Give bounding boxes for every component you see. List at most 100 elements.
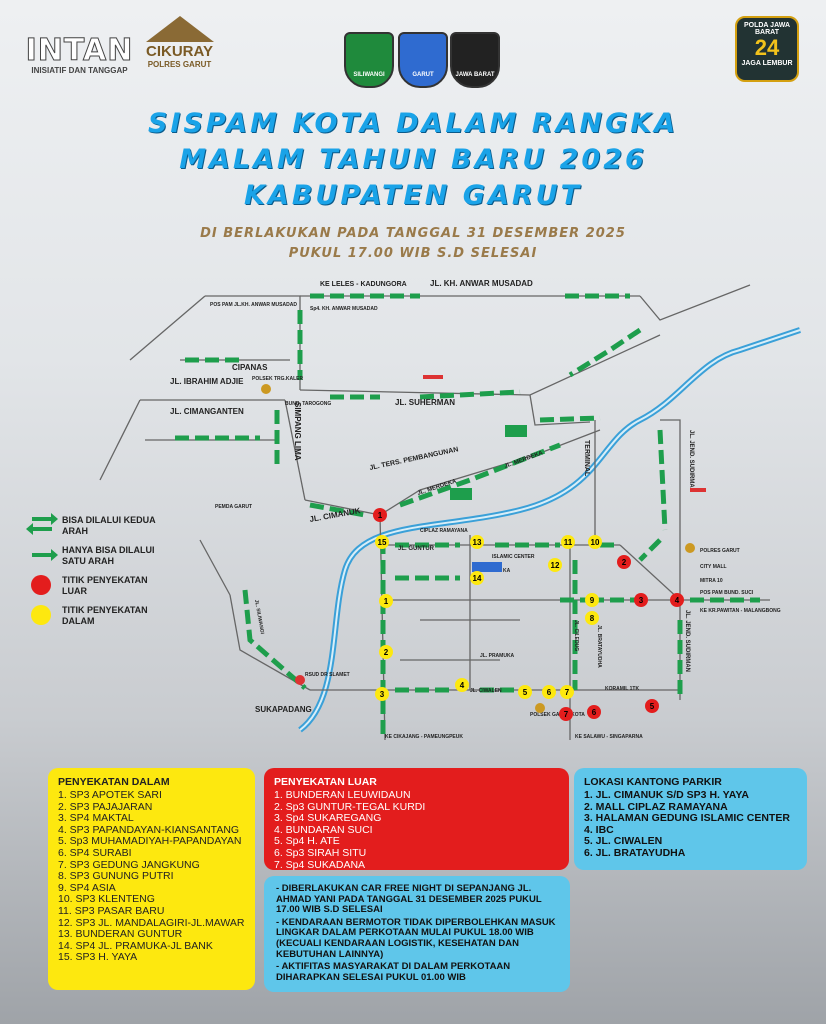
map-label-suherman: JL. SUHERMAN bbox=[395, 398, 455, 407]
map-label-ciplaz: CIPLAZ RAMAYANA bbox=[420, 528, 468, 534]
legend-one-way: HANYA BISA DILALUI SATU ARAH bbox=[28, 545, 208, 567]
map-label-polres: POLRES GARUT bbox=[700, 548, 740, 554]
luar-item: 6. Sp3 SIRAH SITU bbox=[274, 846, 367, 859]
inner-checkpoint-label: 13 bbox=[473, 538, 482, 547]
outer-checkpoint-label: 7 bbox=[564, 710, 569, 719]
polres-icon bbox=[685, 543, 695, 553]
map-label-sp4-anwar: Sp4. KH. ANWAR MUSADAD bbox=[310, 306, 378, 312]
map-label-simpang-lima: SIMPANG LIMA bbox=[293, 402, 302, 461]
traffic-routes bbox=[175, 293, 760, 735]
yellow-dot-icon bbox=[31, 605, 51, 625]
panel-notes: - DIBERLAKUKAN CAR FREE NIGHT DI SEPANJA… bbox=[264, 876, 570, 992]
cikuray-name: CIKURAY bbox=[146, 43, 213, 60]
jaga-lembur-top: POLDA JAWA BARAT bbox=[743, 22, 791, 36]
map-label-rsud: RSUD DR SLAMET bbox=[305, 672, 350, 678]
outer-checkpoint-1 bbox=[373, 508, 387, 522]
map-legend: BISA DILALUI KEDUA ARAH HANYA BISA DILAL… bbox=[26, 513, 208, 635]
legend-text-one-way: HANYA BISA DILALUI SATU ARAH bbox=[62, 545, 155, 566]
outer-checkpoint-5 bbox=[645, 699, 659, 713]
inner-checkpoint-9 bbox=[585, 593, 599, 607]
map-label-ke-cikajang: KE CIKAJANG - PAMEUNGPEUK bbox=[385, 734, 463, 740]
parkir-item: 1. JL. CIMANUK S/D SP3 H. YAYA bbox=[584, 789, 749, 801]
intan-tagline: INISIATIF DAN TANGGAP bbox=[31, 66, 128, 75]
outer-checkpoint-6 bbox=[587, 705, 601, 719]
inner-checkpoint-label: 3 bbox=[380, 690, 385, 699]
map-label-polsek-tarogong: POLSEK TRG.KALER bbox=[252, 376, 304, 382]
outer-checkpoint-4 bbox=[670, 593, 684, 607]
dalam-item: 11. SP3 PASAR BARU bbox=[58, 904, 165, 917]
map-label-islamic-center: ISLAMIC CENTER bbox=[492, 554, 535, 560]
note-item: - AKTIFITAS MASYARAKAT DI DALAM PERKOTAA… bbox=[276, 961, 511, 983]
legend-text-inner: TITIK PENYEKATAN DALAM bbox=[62, 605, 148, 626]
panel-dalam-title: PENYEKATAN DALAM bbox=[58, 776, 170, 788]
luar-item: 5. Sp4 H. ATE bbox=[274, 835, 340, 848]
inner-checkpoint-label: 11 bbox=[564, 538, 573, 547]
inner-checkpoint-10 bbox=[588, 535, 602, 549]
map-label-pos-pam-suci: POS PAM BUND. SUCI bbox=[700, 590, 754, 596]
parkir-item: 2. MALL CIPLAZ RAMAYANA bbox=[584, 800, 728, 813]
stasiun-marker bbox=[472, 562, 502, 572]
intan-logo-text: INTAN bbox=[25, 33, 134, 68]
luar-item: 3. Sp4 SUKAREGANG bbox=[274, 812, 382, 825]
map-label-anwar-musadad: JL. KH. ANWAR MUSADAD bbox=[430, 279, 533, 288]
title-line-3: KABUPATEN GARUT bbox=[244, 180, 582, 211]
parkir-item: 6. JL. BRATAYUDHA bbox=[584, 846, 686, 859]
map-label-ciledug: JL. CILEDUG bbox=[573, 620, 579, 651]
map-label-terminal: TERMINAL bbox=[583, 440, 590, 477]
luar-item: 1. BUNDERAN LEUWIDAUN bbox=[274, 789, 411, 801]
map-label-mitra10: MITRA 10 bbox=[700, 578, 723, 584]
map-label-sukapadang: SUKAPADANG bbox=[255, 705, 312, 714]
cikuray-sub: POLRES GARUT bbox=[147, 60, 212, 69]
red-dot-icon bbox=[31, 575, 51, 595]
emblem-label-jabar: JAWA BARAT bbox=[455, 72, 495, 78]
inner-checkpoint-2 bbox=[379, 645, 393, 659]
map-label-ke-salawu: KE SALAWU - SINGAPARNA bbox=[575, 734, 643, 740]
legend-inner-point: TITIK PENYEKATAN DALAM bbox=[28, 605, 208, 627]
legend-two-way: BISA DILALUI KEDUA ARAH bbox=[26, 513, 208, 537]
outer-checkpoint-label: 1 bbox=[378, 511, 383, 520]
map-label-pos-pam: POS PAM JL.KH. ANWAR MUSADAD bbox=[210, 302, 297, 308]
outer-checkpoint-3 bbox=[634, 593, 648, 607]
dalam-item: 15. SP3 H. YAYA bbox=[58, 951, 138, 964]
map-label-cimanganten: JL. CIMANGANTEN bbox=[170, 407, 244, 416]
map-label-cipanas: CIPANAS bbox=[232, 363, 268, 372]
inner-checkpoint-7 bbox=[560, 685, 574, 699]
luar-item: 2. Sp3 GUNTUR-TEGAL KURDI bbox=[274, 800, 426, 813]
jaga-lembur-number: 24 bbox=[754, 35, 780, 60]
inner-checkpoint-label: 12 bbox=[551, 561, 560, 570]
jaga-lembur-bottom: JAGA LEMBUR bbox=[741, 60, 793, 67]
dalam-item: 13. BUNDERAN GUNTUR bbox=[58, 928, 183, 941]
polsek-icon bbox=[261, 384, 271, 394]
garut-sign-marker bbox=[450, 488, 472, 500]
map-label-koramil: KORAMIL 1TK bbox=[605, 686, 639, 692]
map-label-ters-pembangunan: JL. TERS. PEMBANGUNAN bbox=[369, 446, 459, 472]
subtitle-line-2: PUKUL 17.00 WIB S.D SELESAI bbox=[288, 246, 538, 261]
road-map: KE LELES - KADUNGORA JL. KH. ANWAR MUSAD… bbox=[99, 279, 801, 741]
subtitle-line-1: DI BERLAKUKAN PADA TANGGAL 31 DESEMBER 2… bbox=[200, 226, 626, 241]
outer-checkpoint-label: 2 bbox=[622, 558, 627, 567]
inner-checkpoint-12 bbox=[548, 558, 562, 572]
inner-checkpoint-5 bbox=[518, 685, 532, 699]
notes-list: - DIBERLAKUKAN CAR FREE NIGHT DI SEPANJA… bbox=[276, 883, 558, 983]
map-label-city-mall: CITY MALL bbox=[700, 564, 727, 570]
dalam-item: 8. SP3 GUNUNG PUTRI bbox=[58, 870, 174, 883]
dalam-item: 3. SP4 MAKTAL bbox=[58, 812, 134, 825]
dalam-item: 1. SP3 APOTEK SARI bbox=[58, 789, 162, 801]
parkir-item: 4. IBC bbox=[584, 823, 614, 836]
inner-checkpoint-label: 4 bbox=[460, 681, 465, 690]
gate-marker-1 bbox=[423, 375, 443, 379]
inner-checkpoint-label: 6 bbox=[547, 688, 552, 697]
bus-station-marker bbox=[505, 425, 527, 437]
parkir-item: 5. JL. CIWALEN bbox=[584, 835, 663, 848]
dalam-item: 2. SP3 PAJAJARAN bbox=[58, 800, 153, 813]
dalam-item: 9. SP4 ASIA bbox=[58, 881, 116, 894]
inner-checkpoint-label: 9 bbox=[590, 596, 595, 605]
inner-checkpoint-label: 7 bbox=[565, 688, 570, 697]
one-way-arrow-icon bbox=[28, 545, 58, 567]
inner-checkpoint-label: 8 bbox=[590, 614, 595, 623]
hospital-icon bbox=[295, 675, 305, 685]
jaga-lembur-logo: POLDA JAWA BARAT 24 JAGA LEMBUR bbox=[735, 16, 799, 82]
